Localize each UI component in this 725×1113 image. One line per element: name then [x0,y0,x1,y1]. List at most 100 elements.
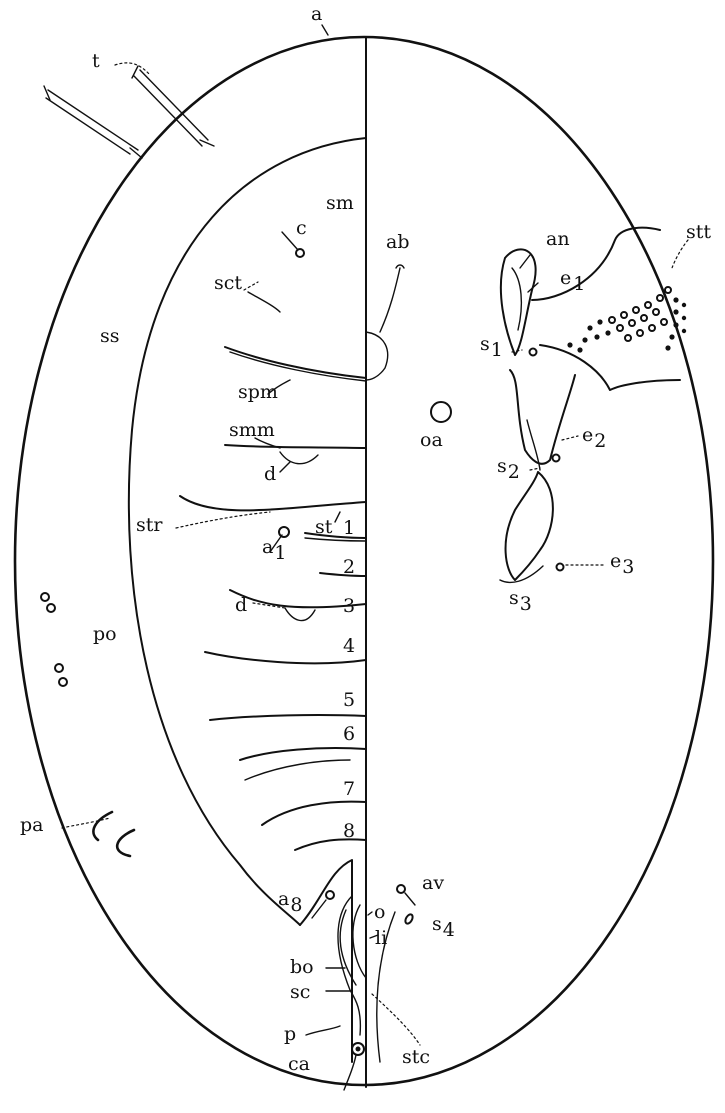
label-st: st [315,516,333,538]
label-d-lower: d [235,594,247,616]
label-t: t [92,50,100,72]
seta-av [397,885,405,893]
oa-circle [431,402,451,422]
segment-line-d-lower [285,608,315,621]
lobe-o [338,896,360,1035]
pore-1 [41,593,49,601]
label-s3: s3 [509,587,532,615]
seta-e3 [557,564,564,571]
seta-e1 [530,349,537,356]
label-a1: a1 [262,536,286,564]
spiracle-an [501,249,536,355]
leader-e2 [562,436,578,440]
leader-p [306,1026,340,1035]
label-a8: a8 [278,888,302,916]
branch-s3 [506,472,553,580]
label-spm: spm [238,381,278,403]
tube-t-left2 [46,98,130,154]
lobe-inner [353,905,366,978]
label-pa: pa [20,814,44,836]
segment-number-5: 5 [343,689,355,711]
label-sc: sc [290,981,310,1003]
label-c: c [296,217,307,239]
label-s1: s1 [480,333,503,361]
pore-3 [55,664,63,672]
branch-s2 [510,370,575,464]
tube-t-left [48,90,138,150]
leader-an [520,255,530,268]
segment-line-4 [205,652,366,663]
tube-t-right2 [134,76,202,146]
anal-ring-ca-inner [356,1047,361,1052]
label-a: a [311,3,322,25]
label-smm: smm [229,419,275,441]
spiracle-an-inner [512,268,521,330]
segment-number-7: 7 [343,778,355,800]
leader-s2 [530,468,540,470]
ab-structure [366,332,388,380]
label-ss: ss [100,325,120,347]
suture-sct [248,292,280,312]
segment-line-5 [210,715,366,720]
seta-c [296,249,304,257]
leader-stt [672,240,688,268]
leader-o [368,912,372,915]
branch-lower [540,345,680,390]
body-outline [15,37,713,1085]
segment-number-3: 3 [343,595,355,617]
leader-t [115,63,150,75]
label-bo: bo [290,956,314,978]
suture-str [180,496,366,510]
label-e2: e2 [582,424,606,452]
leader-st [335,512,340,522]
seta-a1 [279,527,289,537]
label-an: an [546,228,570,250]
label-s4: s4 [432,913,455,941]
branch-s2-inner [527,420,540,470]
pa-mark-2 [117,830,134,856]
segment-number-6: 6 [343,723,355,745]
segment-number-8: 8 [343,820,355,842]
label-p: p [284,1023,296,1045]
segment-line-6a [240,748,366,760]
label-d-upper: d [264,463,276,485]
ab-stalk [380,268,400,332]
leader-stc [372,994,420,1045]
label-str: str [136,514,163,536]
segment-number-4: 4 [343,635,355,657]
pa-mark-1 [93,812,112,840]
leader-d-upper [280,462,290,472]
seta-e2 [553,455,560,462]
label-li: li [375,927,387,949]
label-sct: sct [214,272,242,294]
pore-2 [47,604,55,612]
label-stt: stt [686,221,711,243]
leader-sct [244,282,258,290]
suture-d-upper [280,452,318,464]
label-oa: oa [420,429,443,451]
label-stc: stc [402,1046,430,1068]
leader-a [322,25,328,35]
label-s2: s2 [497,455,520,483]
suture-spm-a [225,347,366,378]
label-e3: e3 [610,550,634,578]
segment-number-1: 1 [343,517,355,539]
label-sm: sm [326,192,354,214]
segment-number-2: 2 [343,556,355,578]
label-ca: ca [288,1053,310,1075]
label-o: o [374,901,385,923]
label-ab: ab [386,231,410,253]
pore-4 [59,678,67,686]
seta-av-stalk [405,893,415,905]
segment-line-6b [245,760,350,780]
segment-line-8 [295,839,366,850]
label-po: po [93,623,117,645]
label-av: av [422,872,444,894]
stt-pore-field [567,287,686,353]
suture-smm [225,445,366,448]
leader-str [176,512,270,528]
seta-s4-oval [404,913,414,925]
leader-pa [62,818,110,828]
tube-t-right [140,70,208,140]
